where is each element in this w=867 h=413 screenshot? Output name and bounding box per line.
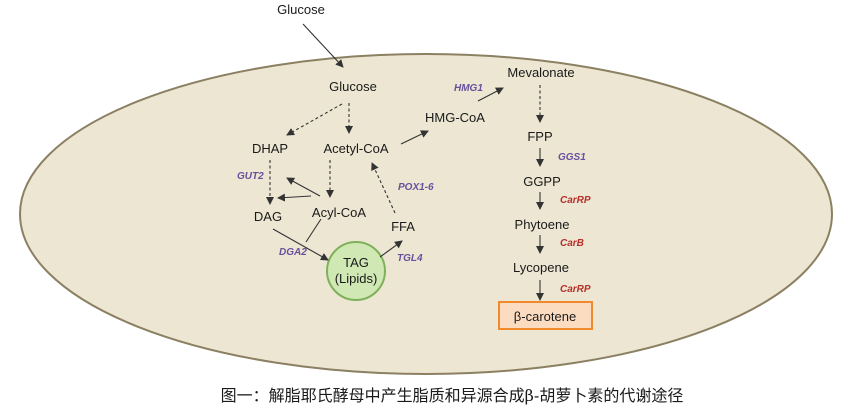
node-dag: DAG bbox=[254, 209, 282, 224]
node-hmg-coa: HMG-CoA bbox=[425, 110, 485, 125]
node-dhap: DHAP bbox=[252, 141, 288, 156]
node-acetyl-coa: Acetyl-CoA bbox=[323, 141, 388, 156]
enzyme-hmg1: HMG1 bbox=[454, 83, 483, 94]
arrow-ffa-acetylcoa bbox=[371, 162, 396, 214]
arrow-acylcoa-tag-join bbox=[305, 218, 322, 243]
node-beta-carotene: β-carotene bbox=[514, 309, 576, 324]
enzyme-gut2: GUT2 bbox=[237, 171, 264, 182]
node-ggpp: GGPP bbox=[523, 174, 561, 189]
pathway-arrows bbox=[266, 23, 544, 301]
enzyme-carrp-2: CarRP bbox=[560, 284, 591, 295]
arrow-hmgcoa-mevalonate bbox=[477, 87, 504, 102]
arrow-acylcoa-gut2 bbox=[286, 177, 321, 197]
metabolite-labels: Glucose Glucose DHAP Acetyl-CoA HMG-CoA … bbox=[252, 2, 576, 324]
enzyme-carrp-1: CarRP bbox=[560, 195, 591, 206]
node-fpp: FPP bbox=[527, 129, 552, 144]
node-phytoene: Phytoene bbox=[515, 217, 570, 232]
node-ffa: FFA bbox=[391, 219, 415, 234]
arrow-tag-ffa bbox=[379, 240, 403, 258]
node-mevalonate: Mevalonate bbox=[507, 65, 574, 80]
node-acyl-coa: Acyl-CoA bbox=[312, 205, 367, 220]
arrow-acetylcoa-hmgcoa bbox=[400, 130, 429, 145]
node-glucose-outside: Glucose bbox=[277, 2, 325, 17]
arrow-dag-tag bbox=[272, 228, 329, 261]
beta-carotene-box bbox=[498, 301, 593, 330]
enzyme-ggs1: GGS1 bbox=[558, 152, 586, 163]
lipid-droplet bbox=[326, 241, 386, 301]
enzyme-labels: HMG1 GUT2 POX1-6 DGA2 TGL4 GGS1 CarRP Ca… bbox=[237, 83, 591, 295]
figure-caption: 图一：解脂耶氏酵母中产生脂质和异源合成β-胡萝卜素的代谢途径 bbox=[221, 386, 684, 405]
cell-ellipse bbox=[19, 53, 833, 375]
node-lycopene: Lycopene bbox=[513, 260, 569, 275]
enzyme-tgl4: TGL4 bbox=[397, 253, 423, 264]
enzyme-carb: CarB bbox=[560, 238, 584, 249]
node-tag-lipids: (Lipids) bbox=[335, 271, 378, 286]
node-tag: TAG bbox=[343, 255, 369, 270]
arrow-gut2-dag bbox=[277, 193, 312, 202]
enzyme-pox: POX1-6 bbox=[398, 182, 434, 193]
arrow-glucose-in bbox=[302, 23, 344, 68]
enzyme-dga2: DGA2 bbox=[279, 247, 307, 258]
node-glucose: Glucose bbox=[329, 79, 377, 94]
